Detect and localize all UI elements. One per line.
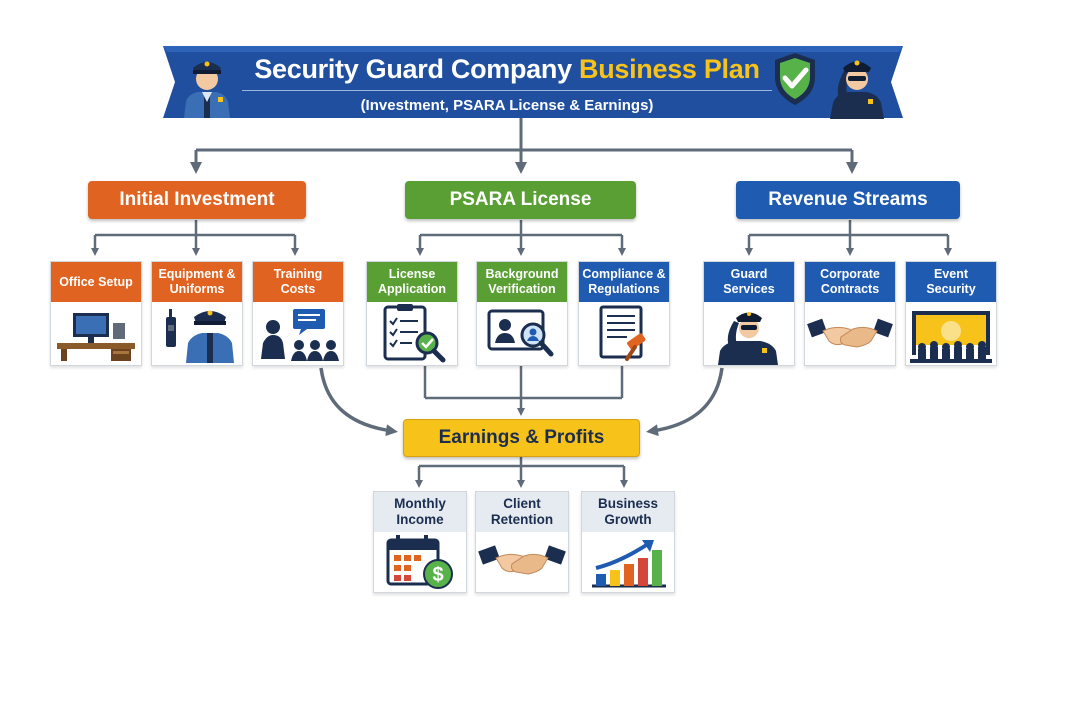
card-business-growth: Business Growth [581,491,675,593]
card-title: Monthly Income [374,492,466,532]
card-title: Client Retention [476,492,568,532]
training-class-icon [261,309,339,361]
handshake-icon [478,545,566,575]
office-desk-icon [57,313,135,361]
card-title: Event Security [906,262,996,302]
card-corporate-contracts: Corporate Contracts [804,261,896,366]
card-title: Equipment & Uniforms [152,262,242,302]
title-divider [242,90,772,91]
category-initial-investment: Initial Investment [88,181,306,219]
page-subtitle: (Investment, PSARA License & Earnings) [360,97,654,114]
card-title: Background Verification [477,262,567,302]
checklist-search-icon [383,304,446,363]
svg-text:$: $ [432,564,443,586]
growth-chart-icon [592,540,666,588]
guard-uniform-icon [166,309,234,363]
id-card-search-icon [487,309,554,357]
card-client-retention: Client Retention [475,491,569,593]
handshake-icon [807,318,893,348]
card-guard-services: Guard Services [703,261,795,366]
card-event-security: Event Security [905,261,997,366]
calendar-dollar-icon: $ [386,535,453,589]
saluting-officer-icon [830,60,884,119]
card-compliance-regulations: Compliance & Regulations [578,261,670,366]
card-title: Corporate Contracts [805,262,895,302]
card-title: Business Growth [582,492,674,532]
category-psara-license: PSARA License [405,181,636,219]
card-office-setup: Office Setup [50,261,142,366]
card-title: Guard Services [704,262,794,302]
saluting-guard-icon [718,312,778,365]
card-title: Office Setup [51,262,141,302]
card-equipment-uniforms: Equipment & Uniforms [151,261,243,366]
card-background-verification: Background Verification [476,261,568,366]
card-monthly-income: Monthly Income $ [373,491,467,593]
header-banner [163,46,903,118]
event-crowd-icon [910,311,992,363]
card-training-costs: Training Costs [252,261,344,366]
shield-check-icon [775,53,815,105]
card-title: Compliance & Regulations [579,262,669,302]
police-officer-icon [184,61,230,118]
document-gavel-icon [599,305,646,361]
page-title: Security Guard Company Business Plan [254,54,760,84]
category-revenue-streams: Revenue Streams [736,181,960,219]
card-title: License Application [367,262,457,302]
card-title: Training Costs [253,262,343,302]
card-license-application: License Application [366,261,458,366]
earnings-profits-box: Earnings & Profits [403,419,640,457]
